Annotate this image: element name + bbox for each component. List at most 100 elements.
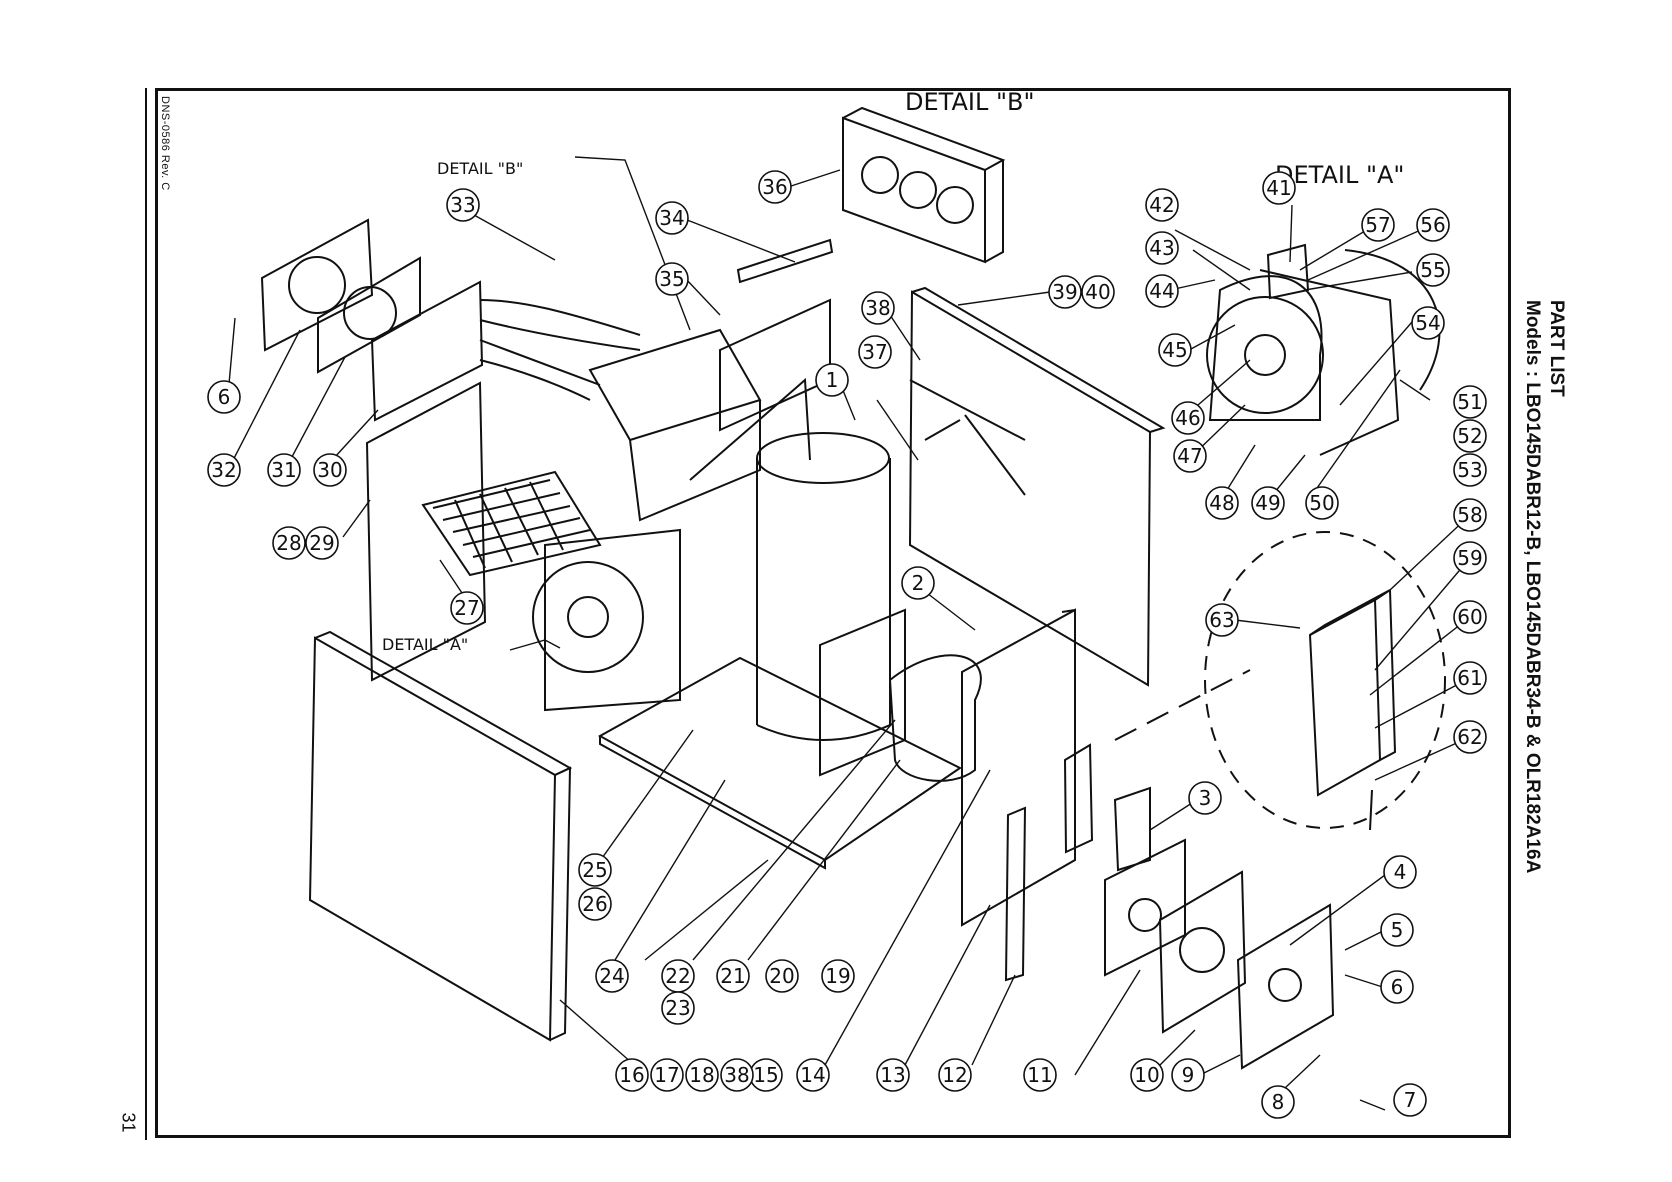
callout-bubble	[1305, 486, 1339, 520]
callout-bubble	[1416, 208, 1450, 242]
callout-36: 36	[758, 170, 792, 204]
callout-bubble	[720, 1058, 754, 1092]
callout-number: 24	[599, 964, 624, 988]
callout-6: 6	[207, 380, 241, 414]
callout-number: 30	[317, 458, 342, 482]
callout-bubble	[1453, 720, 1487, 754]
callout-number: 38	[724, 1063, 749, 1087]
callout-number: 39	[1052, 280, 1077, 304]
callout-bubble	[446, 188, 480, 222]
detail-a-boundary	[1344, 249, 1441, 391]
callout-3: 3	[1188, 781, 1222, 815]
callout-number: 57	[1365, 213, 1390, 237]
callout-bubble	[1453, 419, 1487, 453]
part-list-title: PART LIST	[1546, 300, 1567, 397]
callout-62: 62	[1453, 720, 1487, 754]
callout-number: 54	[1415, 311, 1440, 335]
callout-2: 2	[901, 566, 935, 600]
callout-number: 27	[454, 596, 479, 620]
callout-55: 55	[1416, 253, 1450, 287]
callout-number: 21	[720, 964, 745, 988]
cover-plate	[260, 218, 374, 352]
part-drawings	[260, 106, 1446, 1070]
callout-22: 22	[661, 959, 695, 993]
callout-bubble	[1453, 498, 1487, 532]
callout-bubble	[685, 1058, 719, 1092]
gasket	[1158, 870, 1247, 1034]
callout-number: 62	[1457, 725, 1482, 749]
callout-number: 22	[665, 964, 690, 988]
callout-bubble	[1361, 208, 1395, 242]
callout-number: 48	[1209, 491, 1234, 515]
conduit	[1369, 789, 1373, 831]
callout-bubble	[661, 991, 695, 1025]
callout-number: 3	[1199, 786, 1212, 810]
callout-number: 61	[1457, 666, 1482, 690]
callout-53: 53	[1453, 453, 1487, 487]
callout-38: 38	[861, 291, 895, 325]
callout-54: 54	[1411, 306, 1445, 340]
callout-25: 25	[578, 853, 612, 887]
callout-number: 5	[1391, 918, 1404, 942]
callout-number: 28	[276, 531, 301, 555]
callout-35: 35	[655, 262, 689, 296]
detail-a-title: DETAIL "A"	[1275, 161, 1404, 189]
callout-bubble	[1145, 188, 1179, 222]
oil-pump-motor	[888, 654, 982, 782]
part-list-heading: PART LIST Models : LBO145DABR12-B, LBO14…	[1520, 300, 1568, 873]
vertical-channel	[1004, 806, 1027, 982]
callout-bubble	[1171, 401, 1205, 435]
burner-mounting-plate	[1236, 903, 1335, 1070]
document-id: DNS-0586 Rev. C	[159, 96, 171, 191]
detail-b-reference: DETAIL "B"	[437, 159, 523, 178]
callout-7: 7	[1393, 1083, 1427, 1117]
callout-number: 52	[1457, 424, 1482, 448]
callout-20: 20	[765, 959, 799, 993]
callout-number: 58	[1457, 503, 1482, 527]
callout-bubble	[815, 363, 849, 397]
callout-bubble	[1393, 1083, 1427, 1117]
callout-bubble	[1023, 1058, 1057, 1092]
callout-43: 43	[1145, 231, 1179, 265]
callout-number: 31	[271, 458, 296, 482]
callout-27: 27	[450, 591, 484, 625]
callout-number: 2	[912, 571, 925, 595]
callout-number: 8	[1272, 1090, 1285, 1114]
callout-bubble	[1145, 231, 1179, 265]
callout-number: 37	[862, 340, 887, 364]
callout-number: 17	[654, 1063, 679, 1087]
callout-bubble	[1383, 855, 1417, 889]
callout-58: 58	[1453, 498, 1487, 532]
burner-mount	[819, 608, 906, 777]
callout-bubble	[758, 170, 792, 204]
callout-52: 52	[1453, 419, 1487, 453]
detail-b-control-box	[1308, 598, 1382, 797]
front-control-panel	[961, 608, 1076, 927]
callout-bubble	[450, 591, 484, 625]
part-list-models: Models : LBO145DABR12-B, LBO145DABR34-B …	[1522, 300, 1543, 874]
filter-door-panel	[365, 381, 487, 682]
callout-bubble	[861, 291, 895, 325]
callout-bubble	[1453, 453, 1487, 487]
callout-bubble	[1453, 541, 1487, 575]
callout-number: 6	[218, 385, 231, 409]
callout-number: 13	[880, 1063, 905, 1087]
callout-number: 44	[1149, 279, 1174, 303]
callout-bubble	[716, 959, 750, 993]
callout-number: 6	[1391, 975, 1404, 999]
callout-number: 23	[665, 996, 690, 1020]
callout-number: 55	[1420, 258, 1445, 282]
callout-37: 37	[858, 335, 892, 369]
callout-number: 25	[582, 858, 607, 882]
callout-61: 61	[1453, 661, 1487, 695]
callout-number: 47	[1177, 444, 1202, 468]
callout-number: 49	[1255, 491, 1280, 515]
callout-number: 32	[211, 458, 236, 482]
callout-28: 28	[272, 526, 306, 560]
callout-number: 14	[800, 1063, 825, 1087]
callout-bubble	[1261, 1085, 1295, 1119]
detail-b-link	[1114, 669, 1251, 741]
callout-number: 11	[1027, 1063, 1052, 1087]
callout-bubble	[1145, 274, 1179, 308]
